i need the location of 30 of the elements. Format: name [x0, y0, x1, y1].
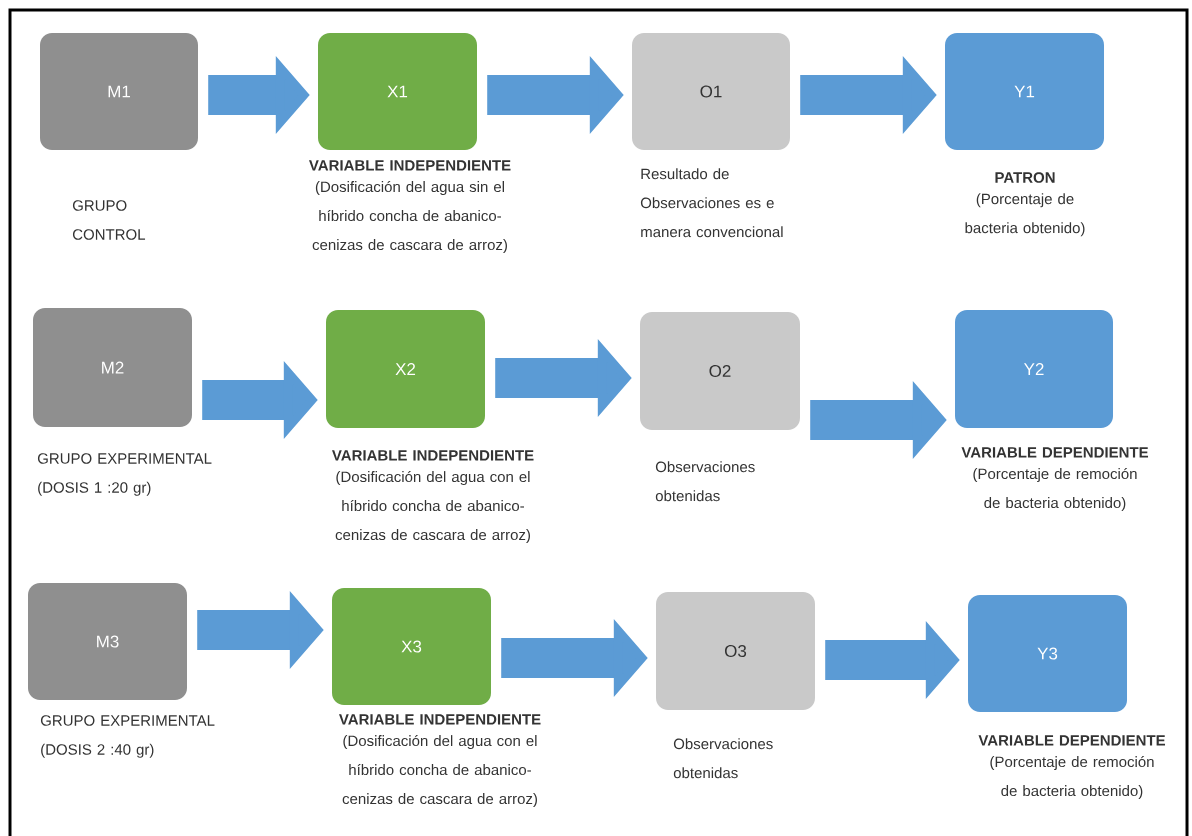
- caption-text: Resultado de Observaciones es e manera convencional: [640, 168, 783, 238]
- variable-heading: VARIABLE INDEPENDIENTE: [309, 160, 511, 171]
- caption-text: (Dosificación del agua sin el híbrido concha de abanico-cenizas de cascara de arroz): [312, 180, 507, 254]
- caption-text: (Porcentaje de remoción de bacteria obtenido): [990, 755, 1154, 800]
- group-box: X1: [318, 33, 477, 150]
- group-box: Y1: [945, 33, 1104, 150]
- variable-heading: VARIABLE INDEPENDIENTE: [332, 450, 534, 461]
- variable-heading: PATRON: [995, 172, 1055, 183]
- group-box: M3: [28, 583, 187, 700]
- caption-text: GRUPO EXPERIMENTAL (DOSIS 2 :40 gr): [40, 715, 215, 758]
- caption-text: GRUPO EXPERIMENTAL (DOSIS 1 :20 gr): [37, 453, 212, 496]
- variable-heading: VARIABLE DEPENDIENTE: [961, 447, 1148, 458]
- variable-heading: VARIABLE INDEPENDIENTE: [339, 714, 541, 725]
- group-box: O1: [632, 33, 790, 150]
- group-box: O3: [656, 592, 815, 710]
- variable-heading: VARIABLE DEPENDIENTE: [978, 735, 1165, 746]
- group-box: Y3: [968, 595, 1127, 712]
- caption-text: (Dosificación del agua con el híbrido concha de abanico-cenizas de cascara de arroz): [335, 470, 530, 544]
- group-box: O2: [640, 312, 800, 430]
- group-box: X3: [332, 588, 491, 705]
- caption-text: GRUPO CONTROL: [72, 200, 146, 240]
- group-box: M2: [33, 308, 192, 427]
- caption-text: (Porcentaje de bacteria obtenido): [965, 193, 1085, 237]
- group-box: X2: [326, 310, 485, 428]
- caption-text: (Dosificación del agua con el híbrido concha de abanico-cenizas de cascara de arroz): [342, 734, 537, 808]
- group-box: M1: [40, 33, 198, 150]
- caption-text: (Porcentaje de remoción de bacteria obtenido): [973, 467, 1137, 512]
- caption-text: Observaciones obtenidas: [655, 461, 755, 502]
- group-box: Y2: [955, 310, 1113, 428]
- caption-text: Observaciones obtenidas: [673, 738, 773, 779]
